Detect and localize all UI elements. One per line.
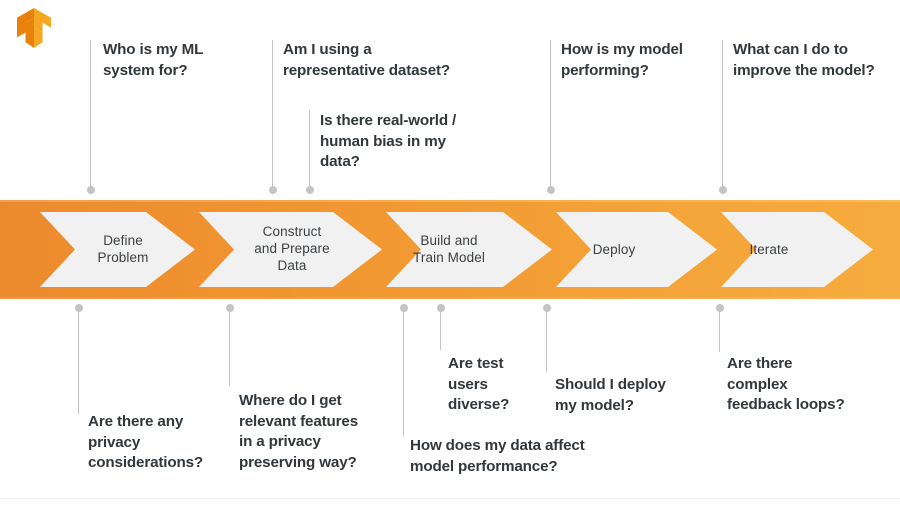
connector-dot-who-is-my-ml-system-for <box>87 186 95 194</box>
connector-dot-data-affect-model-performance <box>400 304 408 312</box>
question-privacy-considerations: Are there any privacy considerations? <box>88 413 204 471</box>
question-data-affect-model-performance: How does my data affect model performanc… <box>410 437 585 475</box>
question-who-is-my-ml-system-for: Who is my ML system for? <box>103 41 204 79</box>
band-top-highlight <box>0 200 900 202</box>
connector-line-how-is-my-model-performing <box>550 40 552 188</box>
chevron-build-train-model[interactable] <box>386 212 552 287</box>
question-representative-dataset: Am I using a representative dataset? <box>283 41 451 79</box>
stage-label-deploy: Deploy <box>592 242 636 257</box>
connector-line-data-affect-model-performance <box>403 310 405 436</box>
question-should-i-deploy-my-model: Should I deploy my model? <box>555 376 666 414</box>
connector-dot-representative-dataset <box>269 186 277 194</box>
connector-line-relevant-features-privacy <box>229 310 231 386</box>
connector-dot-relevant-features-privacy <box>226 304 234 312</box>
connector-dot-complex-feedback-loops <box>716 304 724 312</box>
question-complex-feedback-loops: Are there complex feedback loops? <box>727 355 845 413</box>
connector-dot-are-test-users-diverse <box>437 304 445 312</box>
chevron-construct-prepare-data[interactable] <box>199 212 382 287</box>
connector-line-real-world-human-bias <box>309 110 311 188</box>
connector-line-should-i-deploy-my-model <box>546 310 548 372</box>
connector-line-are-test-users-diverse <box>440 310 442 350</box>
connector-line-privacy-considerations <box>78 310 80 414</box>
question-how-is-my-model-performing: How is my model performing? <box>561 41 683 79</box>
question-real-world-human-bias: Is there real-world / human bias in my d… <box>320 112 457 170</box>
connector-line-improve-the-model <box>722 40 724 188</box>
chevron-deploy[interactable] <box>556 212 717 287</box>
connector-dot-real-world-human-bias <box>306 186 314 194</box>
question-improve-the-model: What can I do to improve the model? <box>733 41 875 79</box>
connector-line-who-is-my-ml-system-for <box>90 40 92 188</box>
stage-label-iterate: Iterate <box>749 242 789 257</box>
chevron-iterate[interactable] <box>721 212 873 287</box>
connector-dot-improve-the-model <box>719 186 727 194</box>
question-are-test-users-diverse: Are test users diverse? <box>448 355 510 413</box>
stage-label-define-problem: Define Problem <box>97 233 149 265</box>
band-bottom-highlight <box>0 297 900 299</box>
tensorflow-logo <box>17 8 51 48</box>
connector-line-complex-feedback-loops <box>719 310 721 352</box>
connector-dot-privacy-considerations <box>75 304 83 312</box>
question-relevant-features-privacy: Where do I get relevant features in a pr… <box>239 392 359 471</box>
pipeline-band: Define Problem Construct and Prepare Dat… <box>0 200 900 299</box>
bottom-divider <box>0 498 900 499</box>
stage-label-construct-prepare-data: Construct and Prepare Data <box>254 224 330 273</box>
connector-line-representative-dataset <box>272 40 274 188</box>
chevron-define-problem[interactable] <box>40 212 195 287</box>
connector-dot-should-i-deploy-my-model <box>543 304 551 312</box>
connector-dot-how-is-my-model-performing <box>547 186 555 194</box>
stage-label-build-train-model: Build and Train Model <box>413 233 485 265</box>
